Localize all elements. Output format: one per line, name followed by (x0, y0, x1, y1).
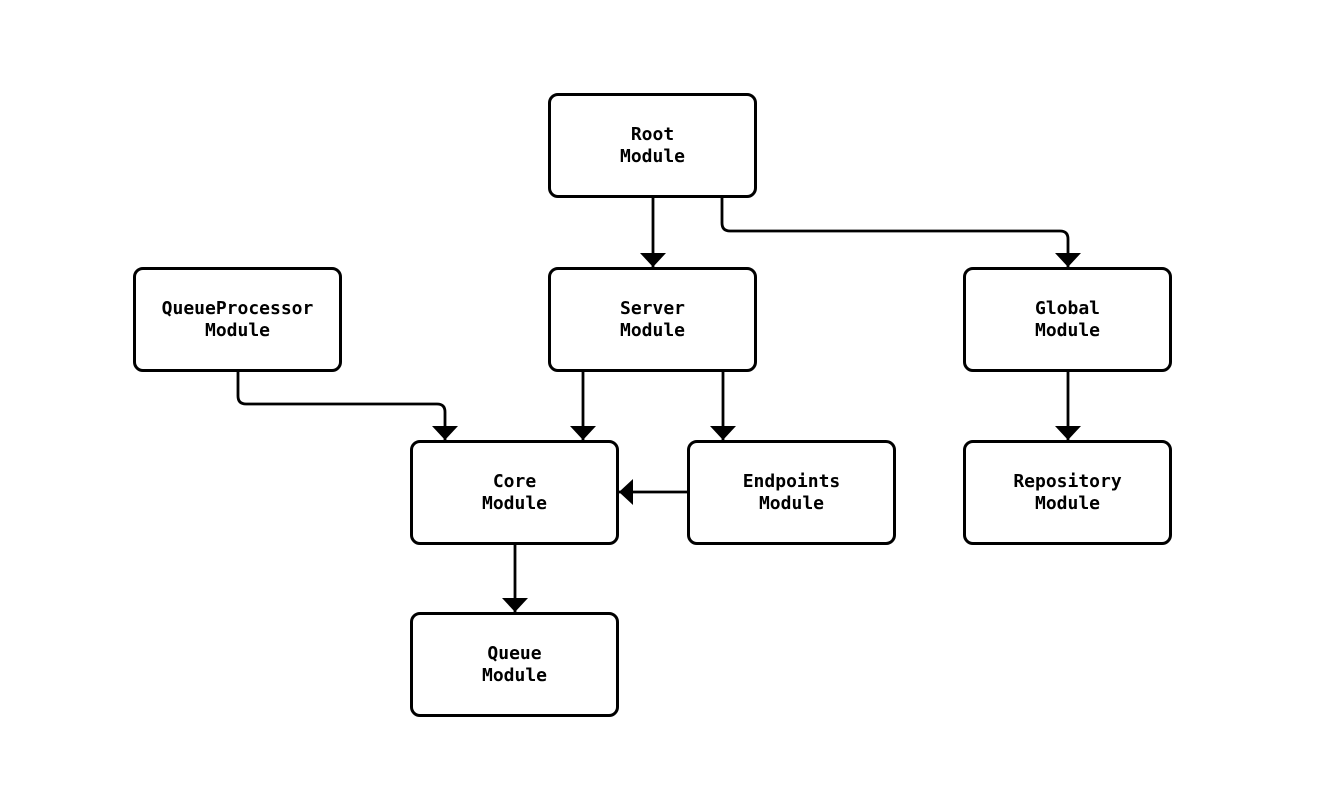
node-label-global: Global Module (1034, 297, 1101, 341)
node-repository: Repository Module (963, 440, 1172, 545)
node-label-endpoints: Endpoints Module (742, 470, 841, 514)
node-label-server: Server Module (619, 297, 686, 341)
node-core: Core Module (410, 440, 619, 545)
node-label-queue: Queue Module (481, 642, 548, 686)
node-server: Server Module (548, 267, 757, 372)
node-queueprocessor: QueueProcessor Module (133, 267, 342, 372)
node-label-queueprocessor: QueueProcessor Module (161, 297, 314, 341)
edge-queueprocessor-core (236, 372, 458, 440)
node-label-root: Root Module (619, 123, 686, 167)
node-endpoints: Endpoints Module (687, 440, 896, 545)
node-queue: Queue Module (410, 612, 619, 717)
node-label-core: Core Module (481, 470, 548, 514)
node-root: Root Module (548, 93, 757, 198)
edge-group (236, 198, 1081, 612)
edge-root-global (720, 198, 1081, 267)
node-label-repository: Repository Module (1013, 470, 1122, 514)
node-global: Global Module (963, 267, 1172, 372)
